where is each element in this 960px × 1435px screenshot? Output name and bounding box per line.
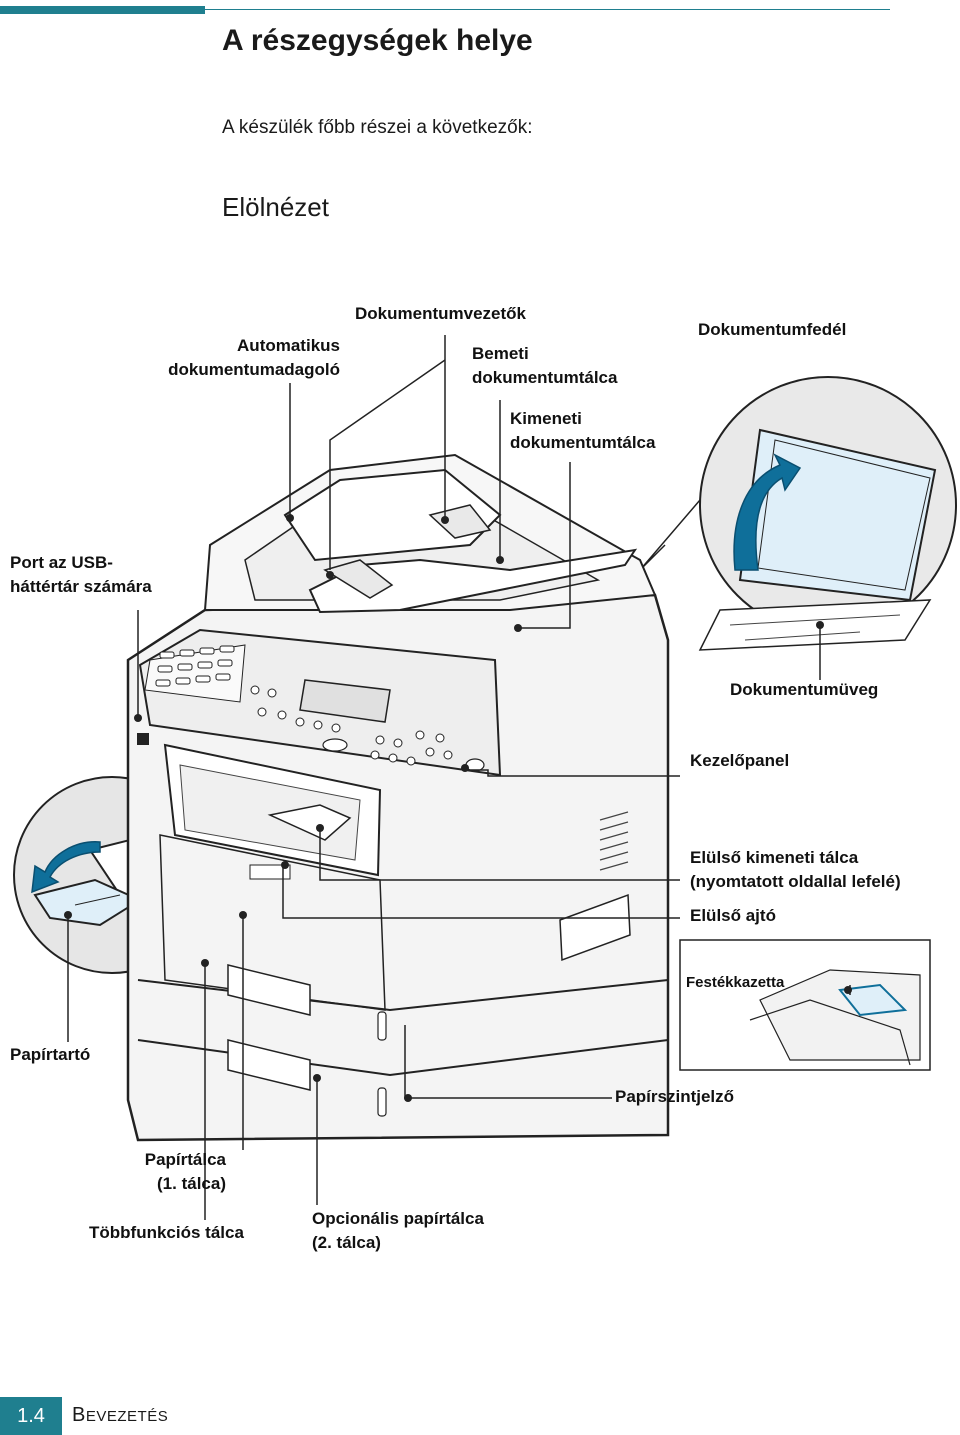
label-document-guides: Dokumentumvezetők [355,304,526,323]
label-tray2-line2: (2. tálca) [312,1233,381,1252]
chapter-rest: EVEZETÉS [85,1408,169,1425]
label-input-tray-line1: Bemeti [472,344,529,363]
label-tray2-line1: Opcionális papírtálca [312,1209,484,1228]
label-document-glass: Dokumentumüveg [730,680,879,699]
header-accent-bar [0,6,205,14]
label-optional-tray-2: Opcionális papírtálca (2. tálca) [312,1207,484,1255]
label-adf-line1: Automatikus [237,336,340,355]
label-front-output-line2: (nyomtatott oldallal lefelé) [690,872,901,891]
chapter-initial: B [72,1404,86,1426]
leader-lines [67,335,851,1220]
printer-body [126,453,670,1142]
toner-cartridge-inset [679,939,931,1071]
label-tray1-line2: (1. tálca) [157,1174,226,1193]
open-direction-arrow [733,453,802,571]
label-input-tray-line2: dokumentumtálca [472,368,618,387]
label-usb-line1: Port az USB- [10,553,113,572]
label-paper-tray-1: Papírtálca (1. tálca) [100,1148,226,1196]
leader-dots [134,514,522,1102]
label-paper-level-indicator: Papírszintjelző [615,1087,735,1106]
label-toner-cartridge: Festékkazetta [686,974,785,991]
label-control-panel: Kezelőpanel [690,751,790,770]
label-paper-support: Papírtartó [10,1045,91,1064]
label-front-output-tray: Elülső kimeneti tálca (nyomtatott oldall… [690,846,901,894]
cover-inset-connector [639,499,701,571]
page-title: A részegységek helye [222,24,533,57]
label-output-tray-line1: Kimeneti [510,409,582,428]
label-document-cover: Dokumentumfedél [698,320,847,339]
extend-direction-arrow [31,841,101,894]
chapter-name: BEVEZETÉS [72,1404,168,1427]
header-rule [205,9,890,10]
label-output-tray: Kimeneti dokumentumtálca [510,407,655,455]
label-front-output-line1: Elülső kimeneti tálca [690,848,859,867]
cover-open-illustration [698,428,937,651]
label-usb-port: Port az USB- háttértár számára [10,551,152,599]
label-output-tray-line2: dokumentumtálca [510,433,656,452]
label-adf-line2: dokumentumadagoló [168,360,340,379]
label-multipurpose-tray: Többfunkciós tálca [89,1223,244,1242]
page-number: 1.4 [0,1397,62,1435]
intro-text: A készülék főbb részei a következők: [222,117,533,138]
section-heading: Elölnézet [222,192,329,222]
label-adf: Automatikus dokumentumadagoló [140,334,340,382]
label-input-tray: Bemeti dokumentumtálca [472,342,617,390]
label-usb-line2: háttértár számára [10,577,152,596]
label-front-door: Elülső ajtó [690,906,776,925]
label-tray1-line1: Papírtálca [144,1150,226,1169]
